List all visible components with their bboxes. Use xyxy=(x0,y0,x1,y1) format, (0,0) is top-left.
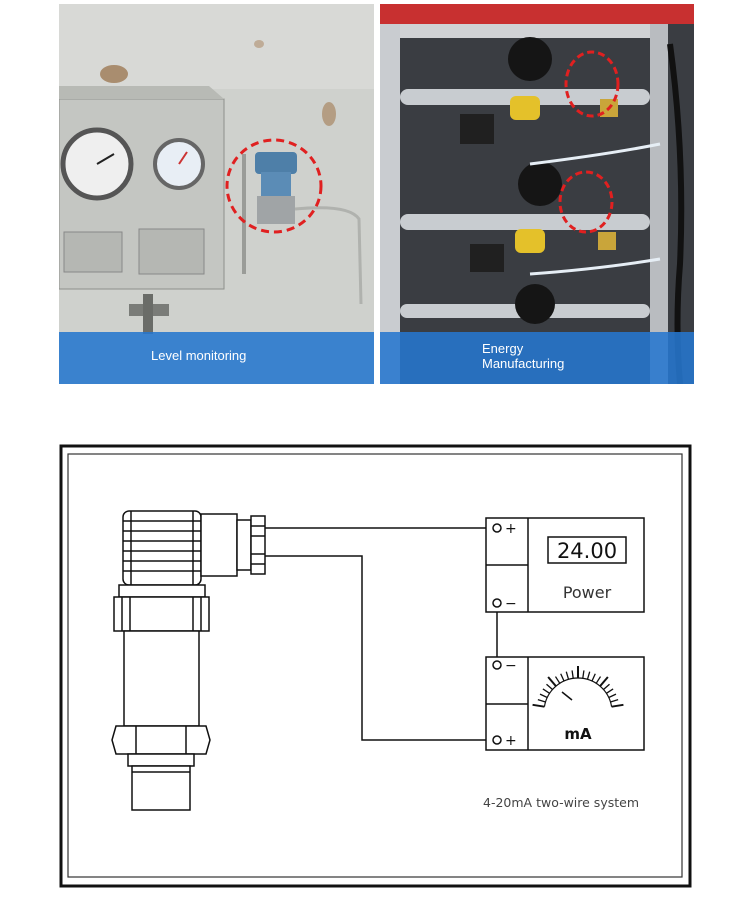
energy-manufacturing-illustration xyxy=(380,4,694,384)
meter-tick xyxy=(582,670,585,679)
plus-sign: + xyxy=(505,733,517,749)
highlight-circle xyxy=(558,170,614,234)
meter-tick xyxy=(539,693,548,699)
meter-tick xyxy=(547,676,557,687)
meter-tick xyxy=(546,683,553,691)
meter-tick xyxy=(542,688,550,694)
meter-tick xyxy=(554,676,561,684)
meter-tick xyxy=(571,670,574,679)
meter-tick xyxy=(610,699,619,703)
terminal-dot xyxy=(492,523,502,533)
meter-unit: mA xyxy=(564,725,592,743)
system-label: 4-20mA two-wire system xyxy=(483,795,639,810)
photo-level-monitoring: Level monitoring xyxy=(59,4,374,384)
meter-tick xyxy=(595,676,602,684)
meter-tick xyxy=(537,699,546,703)
terminal-dot xyxy=(492,660,502,670)
power-supply: 24.00 Power + − xyxy=(485,517,645,613)
digital-display xyxy=(547,536,627,564)
level-monitoring-illustration xyxy=(59,4,374,384)
pressure-transmitter xyxy=(111,510,266,811)
caption-bar: Level monitoring xyxy=(59,332,374,384)
meter-tick xyxy=(606,688,614,694)
outer-frame xyxy=(59,444,692,888)
photo-caption: Level monitoring xyxy=(151,348,247,363)
plus-sign: + xyxy=(505,521,517,537)
meter-tick xyxy=(586,671,591,680)
meter-tick xyxy=(608,693,617,699)
power-label: Power xyxy=(563,583,612,602)
minus-sign: − xyxy=(505,596,517,612)
highlight-circle xyxy=(564,50,620,118)
inner-frame xyxy=(67,453,683,878)
wires xyxy=(265,527,498,741)
display-value: 24.00 xyxy=(557,539,617,563)
meter-tick xyxy=(565,671,570,680)
meter-tick xyxy=(603,683,610,691)
meter-tick xyxy=(599,676,609,687)
meter-tick xyxy=(532,703,545,708)
meter-needle xyxy=(561,691,573,701)
highlight-circle xyxy=(225,138,323,234)
meter-tick xyxy=(560,673,565,682)
terminal-dot xyxy=(492,735,502,745)
meter-scale-icon xyxy=(532,666,624,708)
minus-sign: − xyxy=(505,658,517,674)
meter-tick xyxy=(591,673,596,682)
ammeter: mA − + xyxy=(485,656,645,751)
terminal-dot xyxy=(492,598,502,608)
meter-tick xyxy=(611,703,624,708)
